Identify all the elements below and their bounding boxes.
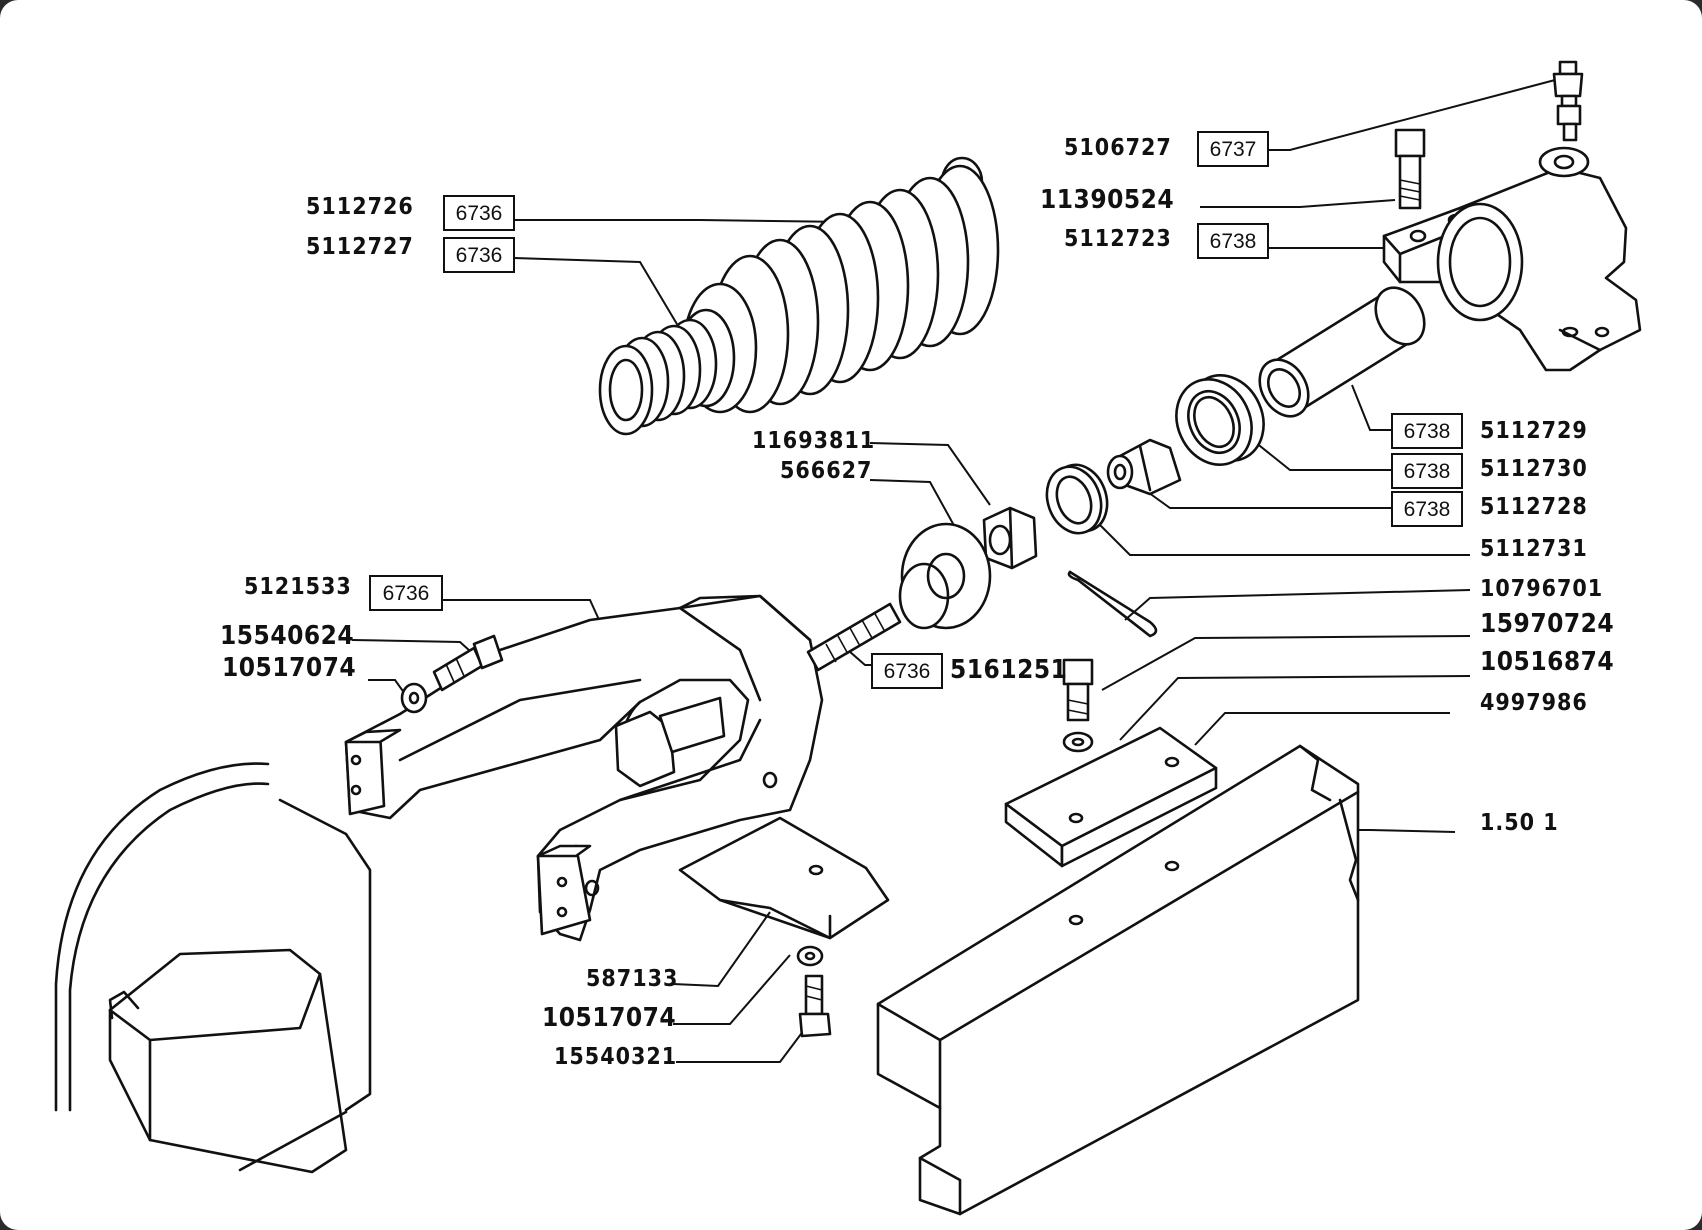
label-5112730: 5112730	[1480, 456, 1588, 482]
label-5161251: 5161251	[950, 655, 1067, 685]
bolt-15540624	[432, 634, 504, 692]
spring-seat	[898, 522, 992, 630]
label-10796701: 10796701	[1480, 576, 1603, 602]
label-4997986: 4997986	[1480, 690, 1588, 716]
ref-6737: 6737	[1210, 138, 1257, 161]
ref-6738-housing: 6738	[1210, 230, 1257, 253]
lock-washer	[1062, 731, 1094, 753]
grease-nipple	[1552, 60, 1584, 142]
label-15540624: 15540624	[220, 621, 354, 651]
castle-nut	[982, 506, 1038, 570]
label-10516874: 10516874	[1480, 647, 1614, 677]
label-5112726: 5112726	[306, 194, 414, 220]
leader-lines	[351, 79, 1556, 1063]
label-5112729: 5112729	[1480, 418, 1588, 444]
label-11693811: 11693811	[752, 428, 875, 454]
washer-bottom	[796, 945, 824, 967]
bearing-housing	[1382, 146, 1642, 372]
bushing-tube	[1258, 286, 1426, 418]
yoke-fork	[344, 594, 824, 942]
ref-6736-rod: 6736	[884, 660, 931, 683]
ref-6738-seal: 6738	[1404, 460, 1451, 483]
label-15540321: 15540321	[554, 1044, 677, 1070]
guide-block	[678, 816, 890, 940]
label-11390524: 11390524	[1040, 185, 1174, 215]
label-1501: 1.50 1	[1480, 810, 1559, 836]
seal-ring	[1175, 374, 1265, 466]
bolt-11390524	[1394, 128, 1426, 210]
track-frame-end	[54, 762, 372, 1174]
ref-6736-a: 6736	[456, 202, 503, 225]
bolt-15540321	[798, 974, 832, 1038]
plate	[1004, 726, 1218, 868]
part-labels: 5112726 5112727 5106727 11390524 5112723…	[220, 135, 1614, 1070]
bolt-15970724	[1062, 658, 1094, 722]
threaded-rod	[806, 602, 902, 672]
label-5112723: 5112723	[1064, 226, 1172, 252]
label-5106727: 5106727	[1064, 135, 1172, 161]
ref-6736-b: 6736	[456, 244, 503, 267]
reference-boxes: 6736 6736 6737 6738 6738 6738 6738 6736 …	[369, 131, 1463, 689]
label-5121533: 5121533	[244, 574, 352, 600]
washer-ring	[1045, 463, 1109, 535]
ref-6738-shaft: 6738	[1404, 498, 1451, 521]
label-5112727: 5112727	[306, 234, 414, 260]
washer-left	[400, 682, 428, 714]
cotter-pin	[1067, 570, 1158, 638]
label-15970724: 15970724	[1480, 609, 1614, 639]
shaft-piece	[1106, 438, 1182, 496]
label-5112731: 5112731	[1480, 536, 1588, 562]
ref-6736-yoke: 6736	[383, 582, 430, 605]
frame-rail	[876, 744, 1360, 1216]
ref-6738-tube: 6738	[1404, 420, 1451, 443]
label-566627: 566627	[780, 458, 872, 484]
label-587133: 587133	[586, 966, 678, 992]
label-10517074-left: 10517074	[222, 653, 356, 683]
label-5112728: 5112728	[1480, 494, 1588, 520]
label-10517074-bottom: 10517074	[542, 1003, 676, 1033]
coil-spring	[598, 156, 1000, 436]
